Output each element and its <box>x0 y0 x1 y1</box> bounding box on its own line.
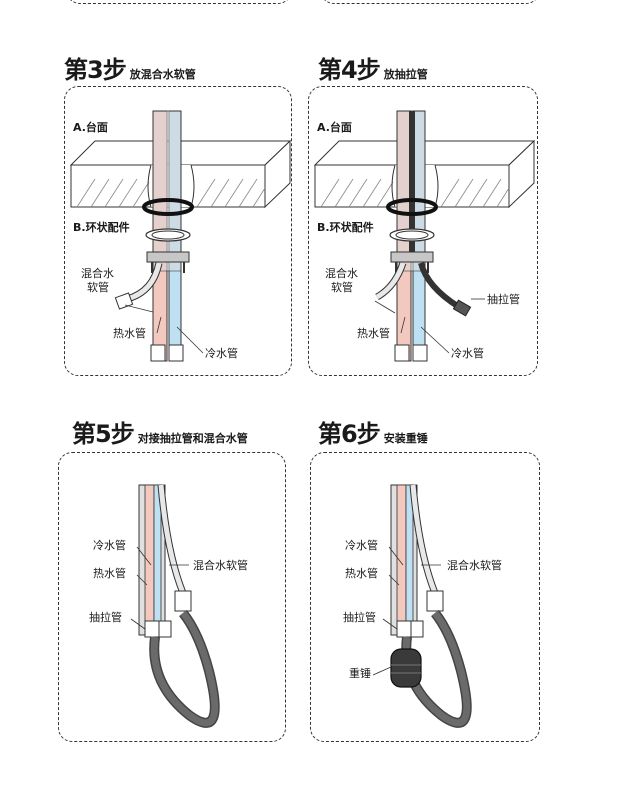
step-4-label-ring: B.环状配件 <box>317 221 374 234</box>
step-3-heading: 第3步 放混合水软管 <box>64 50 196 85</box>
step-4-heading: 第4步 放抽拉管 <box>318 50 428 85</box>
step-3-label-ring: B.环状配件 <box>73 221 130 234</box>
step-4-label-mixed-hose-1: 混合水 <box>325 267 358 280</box>
step-5-label-hot-pipe: 热水管 <box>93 567 126 580</box>
step-6-illustration <box>372 484 472 728</box>
step-6-label-cold-pipe: 冷水管 <box>345 539 378 552</box>
step-4-label-countertop: A.台面 <box>317 121 352 134</box>
step-5-heading: 第5步 对接抽拉管和混合水管 <box>72 414 248 449</box>
step-3-label-countertop: A.台面 <box>73 121 108 134</box>
step-6-label-weight: 重锤 <box>349 667 371 680</box>
step-4-number: 第4步 <box>318 56 381 84</box>
step-4-label-cold-pipe: 冷水管 <box>451 347 484 360</box>
step-3-label-cold-pipe: 冷水管 <box>205 347 238 360</box>
step-3-label-mixed-hose-1: 混合水 <box>81 267 114 280</box>
step-4-label-pull-pipe: 抽拉管 <box>487 293 520 306</box>
step-4-panel: A.台面 B.环状配件 混合水 软管 抽拉管 热水管 冷水管 <box>308 86 538 376</box>
step-5-panel: 冷水管 热水管 混合水软管 抽拉管 <box>58 452 286 742</box>
step-5-label-pull-pipe: 抽拉管 <box>89 611 122 624</box>
step-6-label-mixed-hose: 混合水软管 <box>447 559 502 572</box>
step-6-panel: 冷水管 热水管 混合水软管 抽拉管 重锤 <box>310 452 540 742</box>
previous-step-1-panel <box>66 0 292 4</box>
step-5-number: 第5步 <box>72 420 135 448</box>
previous-step-2-panel <box>320 0 540 4</box>
step-4-label-mixed-hose-2: 软管 <box>331 281 353 294</box>
step-5-label-cold-pipe: 冷水管 <box>93 539 126 552</box>
step-3-title: 放混合水软管 <box>129 68 196 81</box>
step-4-label-hot-pipe: 热水管 <box>357 327 390 340</box>
step-5-title: 对接抽拉管和混合水管 <box>137 432 248 445</box>
step-3-panel: A.台面 B.环状配件 混合水 软管 热水管 冷水管 <box>64 86 292 376</box>
step-6-number: 第6步 <box>318 420 381 448</box>
step-4-title: 放抽拉管 <box>383 68 428 81</box>
step-6-label-hot-pipe: 热水管 <box>345 567 378 580</box>
step-6-title: 安装重锤 <box>383 432 428 445</box>
step-3-label-mixed-hose-2: 软管 <box>87 281 109 294</box>
step-3-label-hot-pipe: 热水管 <box>113 327 146 340</box>
step-5-illustration <box>130 484 220 728</box>
step-6-heading: 第6步 安装重锤 <box>318 414 428 449</box>
step-3-number: 第3步 <box>64 56 127 84</box>
step-4-illustration <box>313 110 536 362</box>
step-6-label-pull-pipe: 抽拉管 <box>343 611 376 624</box>
step-3-illustration <box>69 110 292 362</box>
step-5-label-mixed-hose: 混合水软管 <box>193 559 248 572</box>
